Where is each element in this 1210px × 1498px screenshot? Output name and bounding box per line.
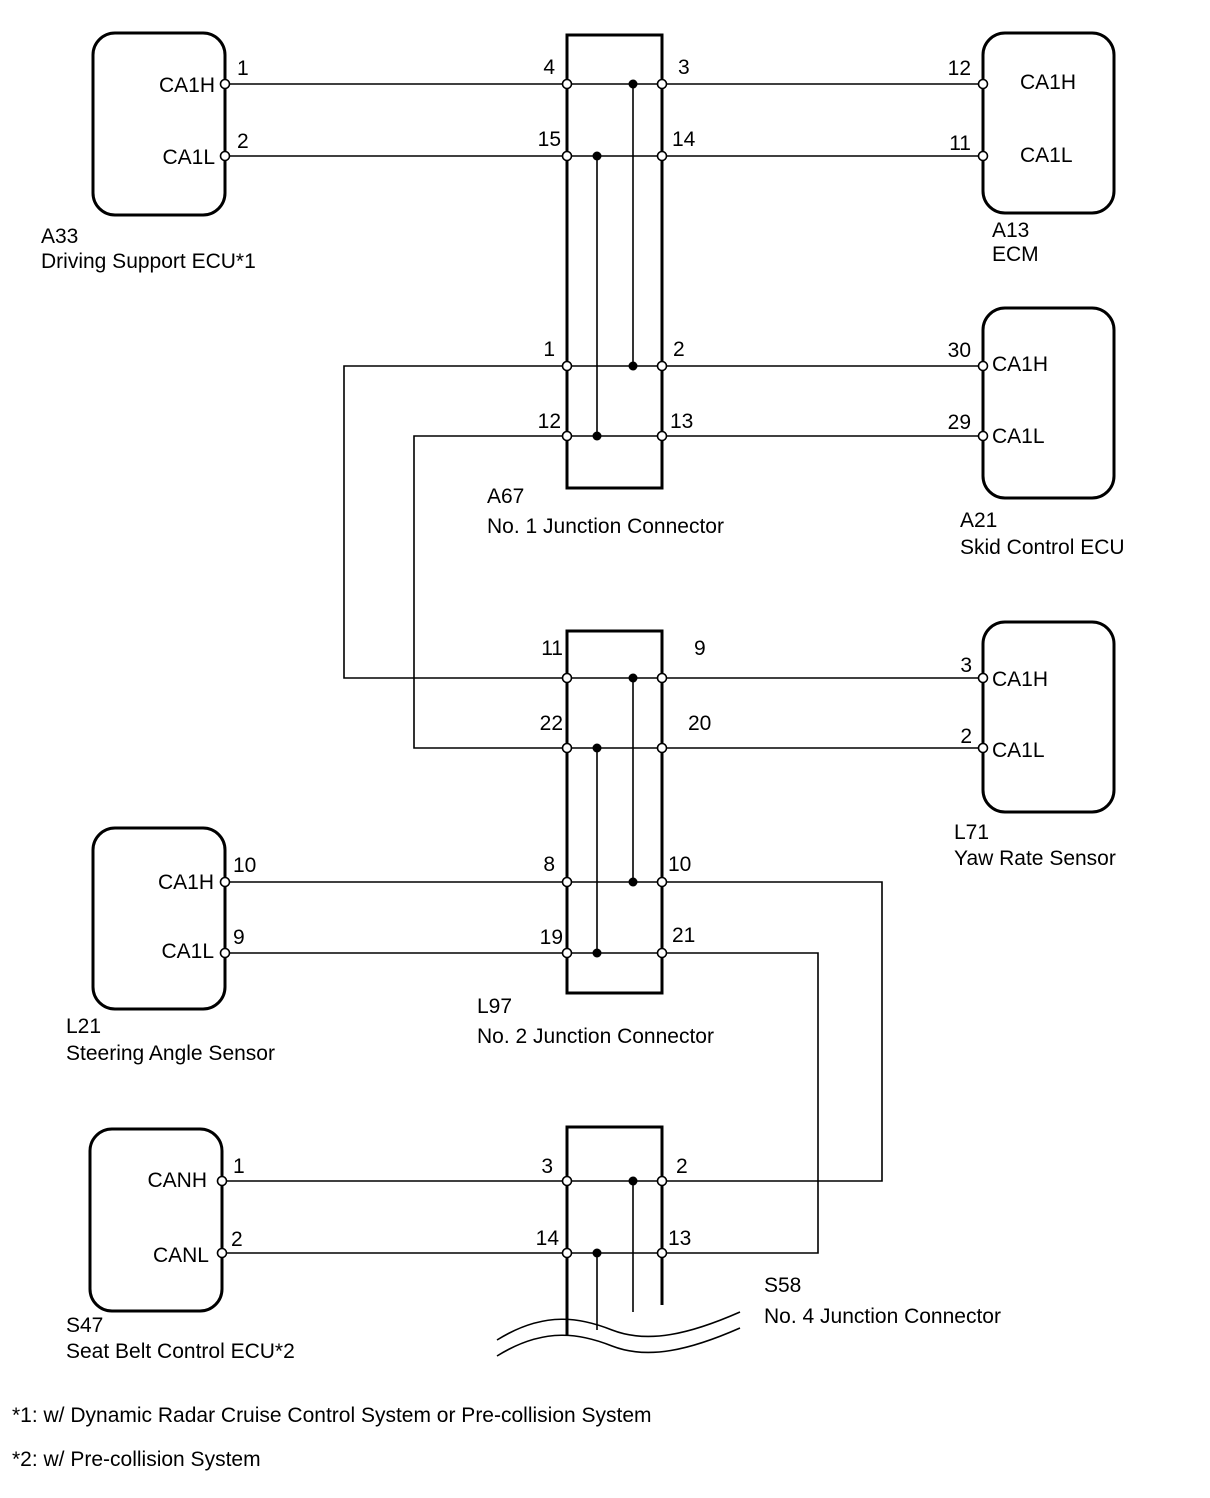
s47-ecu-box bbox=[88, 1127, 224, 1313]
a33-pin-l: 2 bbox=[237, 130, 249, 153]
l97-pin-20: 20 bbox=[688, 712, 711, 735]
a21-signal-h: CA1H bbox=[992, 353, 1048, 376]
s58-pin-3: 3 bbox=[541, 1155, 553, 1178]
l21-name: Steering Angle Sensor bbox=[66, 1042, 275, 1065]
l21-ecu-box bbox=[91, 826, 227, 1011]
l71-pin-h: 3 bbox=[960, 654, 972, 677]
l71-signal-h: CA1H bbox=[992, 668, 1048, 691]
l97-pin-11: 11 bbox=[541, 637, 563, 660]
l21-pin-l: 9 bbox=[233, 926, 245, 949]
a13-signal-l: CA1L bbox=[1020, 144, 1073, 167]
s47-signal-l: CANL bbox=[153, 1244, 209, 1267]
s58-pin-14: 14 bbox=[536, 1227, 560, 1250]
a13-pin-l: 11 bbox=[949, 132, 971, 155]
a67-name: No. 1 Junction Connector bbox=[487, 515, 724, 538]
a13-pin-h: 12 bbox=[948, 57, 971, 80]
footnote-2: *2: w/ Pre-collision System bbox=[12, 1448, 261, 1471]
l97-pin-22: 22 bbox=[540, 712, 563, 735]
l21-pin-h: 10 bbox=[233, 854, 256, 877]
wire-l97-s58-l bbox=[662, 952, 819, 1254]
footnote-1: *1: w/ Dynamic Radar Cruise Control Syst… bbox=[12, 1404, 652, 1427]
a33-pin-h: 1 bbox=[237, 57, 249, 80]
wire-a67-l97-l bbox=[413, 435, 567, 749]
a21-signal-l: CA1L bbox=[992, 425, 1045, 448]
a67-pin-12: 12 bbox=[538, 410, 561, 433]
wire-a67-l97-h bbox=[343, 365, 567, 679]
a67-pin-15: 15 bbox=[538, 128, 561, 151]
l71-name: Yaw Rate Sensor bbox=[954, 847, 1116, 870]
l97-pin-8: 8 bbox=[543, 853, 555, 876]
l21-signal-h: CA1H bbox=[158, 871, 214, 894]
s58-break-line-bottom bbox=[496, 1327, 741, 1357]
s58-junction-connector bbox=[496, 1125, 741, 1357]
a33-signal-l: CA1L bbox=[162, 146, 215, 169]
l71-signal-l: CA1L bbox=[992, 739, 1045, 762]
a21-pin-h: 30 bbox=[948, 339, 971, 362]
pin-terminals bbox=[216, 78, 989, 1259]
l97-junction-connector bbox=[565, 629, 664, 995]
a33-ecu-box bbox=[91, 31, 227, 217]
l71-code: L71 bbox=[954, 821, 989, 844]
a67-junction-connector bbox=[565, 33, 664, 490]
a67-code: A67 bbox=[487, 485, 524, 508]
a67-pin-2: 2 bbox=[673, 338, 685, 361]
l97-pin-21: 21 bbox=[672, 924, 695, 947]
a13-signal-h: CA1H bbox=[1020, 71, 1076, 94]
s47-code: S47 bbox=[66, 1314, 103, 1337]
l97-pin-10: 10 bbox=[668, 853, 691, 876]
a67-pin-3: 3 bbox=[678, 56, 690, 79]
a67-pin-14: 14 bbox=[672, 128, 696, 151]
l21-code: L21 bbox=[66, 1015, 101, 1038]
a21-pin-l: 29 bbox=[948, 411, 971, 434]
a67-pin-13: 13 bbox=[670, 410, 693, 433]
a67-pin-1: 1 bbox=[543, 338, 555, 361]
splice-dots bbox=[592, 79, 638, 1258]
l71-pin-l: 2 bbox=[960, 725, 972, 748]
s58-pin-13: 13 bbox=[668, 1227, 691, 1250]
a21-code: A21 bbox=[960, 509, 997, 532]
s47-signal-h: CANH bbox=[147, 1169, 207, 1192]
s58-code: S58 bbox=[764, 1274, 801, 1297]
l97-code: L97 bbox=[477, 995, 512, 1018]
a33-code: A33 bbox=[41, 225, 78, 248]
l21-signal-l: CA1L bbox=[161, 940, 214, 963]
l71-ecu-box bbox=[981, 620, 1116, 814]
wires bbox=[222, 83, 1023, 1330]
l97-pin-19: 19 bbox=[540, 926, 563, 949]
a67-pin-4: 4 bbox=[543, 56, 555, 79]
s47-pin-l: 2 bbox=[231, 1228, 243, 1251]
a13-name: ECM bbox=[992, 243, 1039, 266]
s58-name: No. 4 Junction Connector bbox=[764, 1305, 1001, 1328]
wire-l97-s58-h bbox=[662, 881, 883, 1182]
s47-name: Seat Belt Control ECU*2 bbox=[66, 1340, 295, 1363]
l97-name: No. 2 Junction Connector bbox=[477, 1025, 714, 1048]
s58-pin-2: 2 bbox=[676, 1155, 688, 1178]
a33-signal-h: CA1H bbox=[159, 74, 215, 97]
a13-code: A13 bbox=[992, 219, 1029, 242]
a33-name: Driving Support ECU*1 bbox=[41, 250, 256, 273]
a21-name: Skid Control ECU bbox=[960, 536, 1125, 559]
l97-pin-9: 9 bbox=[694, 637, 706, 660]
a13-ecu-box bbox=[981, 31, 1116, 215]
s58-break-line-top bbox=[496, 1311, 741, 1341]
a21-ecu-box bbox=[981, 306, 1116, 500]
s47-pin-h: 1 bbox=[233, 1155, 245, 1178]
